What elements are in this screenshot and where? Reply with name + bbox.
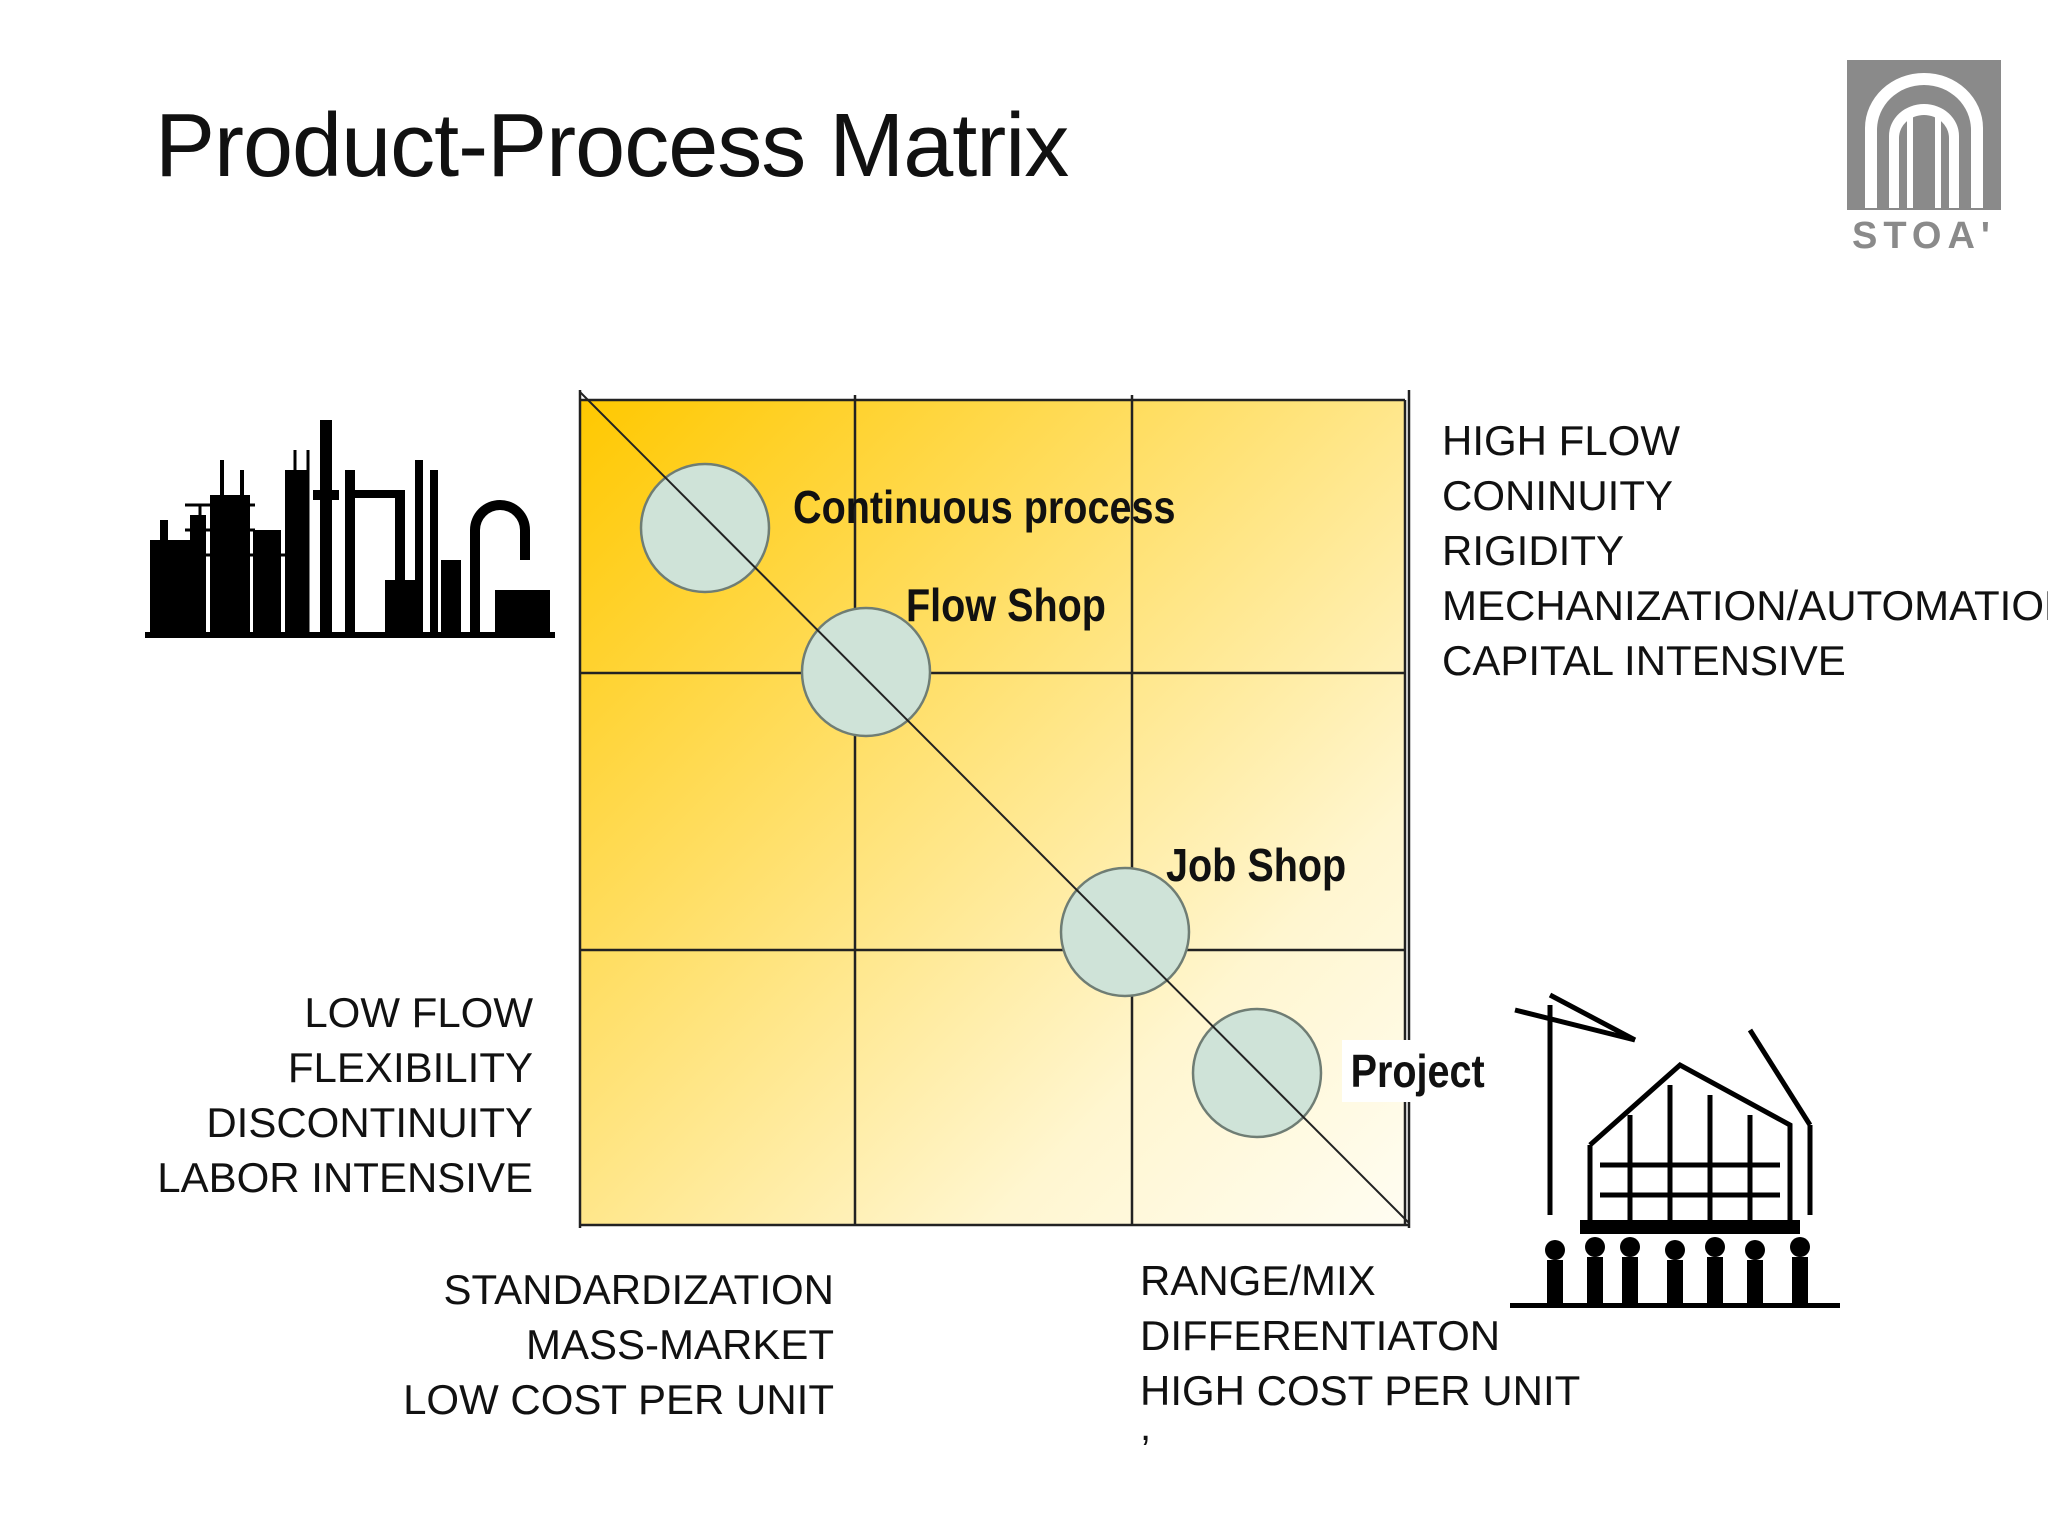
characteristic-text: MECHANIZATION/AUTOMATION xyxy=(1442,582,2048,629)
differentiation-characteristics: RANGE/MIX DIFFERENTIATON HIGH COST PER U… xyxy=(1140,1253,1580,1418)
stray-mark: , xyxy=(1140,1405,1152,1449)
label-flow-shop: Flow Shop xyxy=(906,579,1106,631)
characteristic-text: CONINUITY xyxy=(1442,472,1673,519)
characteristic-text: CAPITAL INTENSIVE xyxy=(1442,637,1846,684)
characteristic-text: HIGH FLOW xyxy=(1442,417,1680,464)
construction-site-silhouette-icon xyxy=(1510,992,1840,1308)
label-job-shop: Job Shop xyxy=(1166,839,1347,891)
characteristic-text: STANDARDIZATION xyxy=(443,1266,834,1313)
characteristic-text: DISCONTINUITY xyxy=(206,1099,533,1146)
characteristic-text: HIGH COST PER UNIT xyxy=(1140,1367,1581,1414)
bubble-continuous-process xyxy=(639,462,771,594)
product-process-matrix xyxy=(578,390,1411,1228)
characteristic-text: RANGE/MIX xyxy=(1140,1257,1376,1304)
low-flow-characteristics: LOW FLOW FLEXIBILITY DISCONTINUITY LABOR… xyxy=(157,985,533,1205)
characteristic-text: FLEXIBILITY xyxy=(287,1044,533,1091)
matrix-diagonal xyxy=(579,391,1410,1224)
stoa-arch-logo-icon: STOA' xyxy=(1847,60,2001,253)
bubble-job-shop xyxy=(1059,866,1191,998)
slide-title: Product-Process Matrix xyxy=(155,96,1069,196)
characteristic-text: RIGIDITY xyxy=(1442,527,1625,574)
characteristic-text: LOW COST PER UNIT xyxy=(403,1376,834,1423)
bubble-project xyxy=(1191,1007,1323,1139)
label-continuous-process: Continuous process xyxy=(793,481,1176,533)
process-bubbles xyxy=(639,462,1323,1139)
characteristic-text: MASS-MARKET xyxy=(525,1321,834,1368)
characteristic-text: LOW FLOW xyxy=(304,989,533,1036)
characteristic-text: DIFFERENTIATON xyxy=(1140,1312,1501,1359)
high-flow-characteristics: HIGH FLOW CONINUITY RIGIDITY MECHANIZATI… xyxy=(1442,413,2048,688)
standardization-characteristics: STANDARDIZATION MASS-MARKET LOW COST PER… xyxy=(403,1262,834,1427)
bubble-flow-shop xyxy=(800,606,932,738)
logo-text: STOA' xyxy=(1852,215,1996,253)
label-project: Project xyxy=(1342,1040,1494,1102)
characteristic-text: LABOR INTENSIVE xyxy=(157,1154,533,1201)
industrial-plant-silhouette-icon xyxy=(145,420,555,638)
